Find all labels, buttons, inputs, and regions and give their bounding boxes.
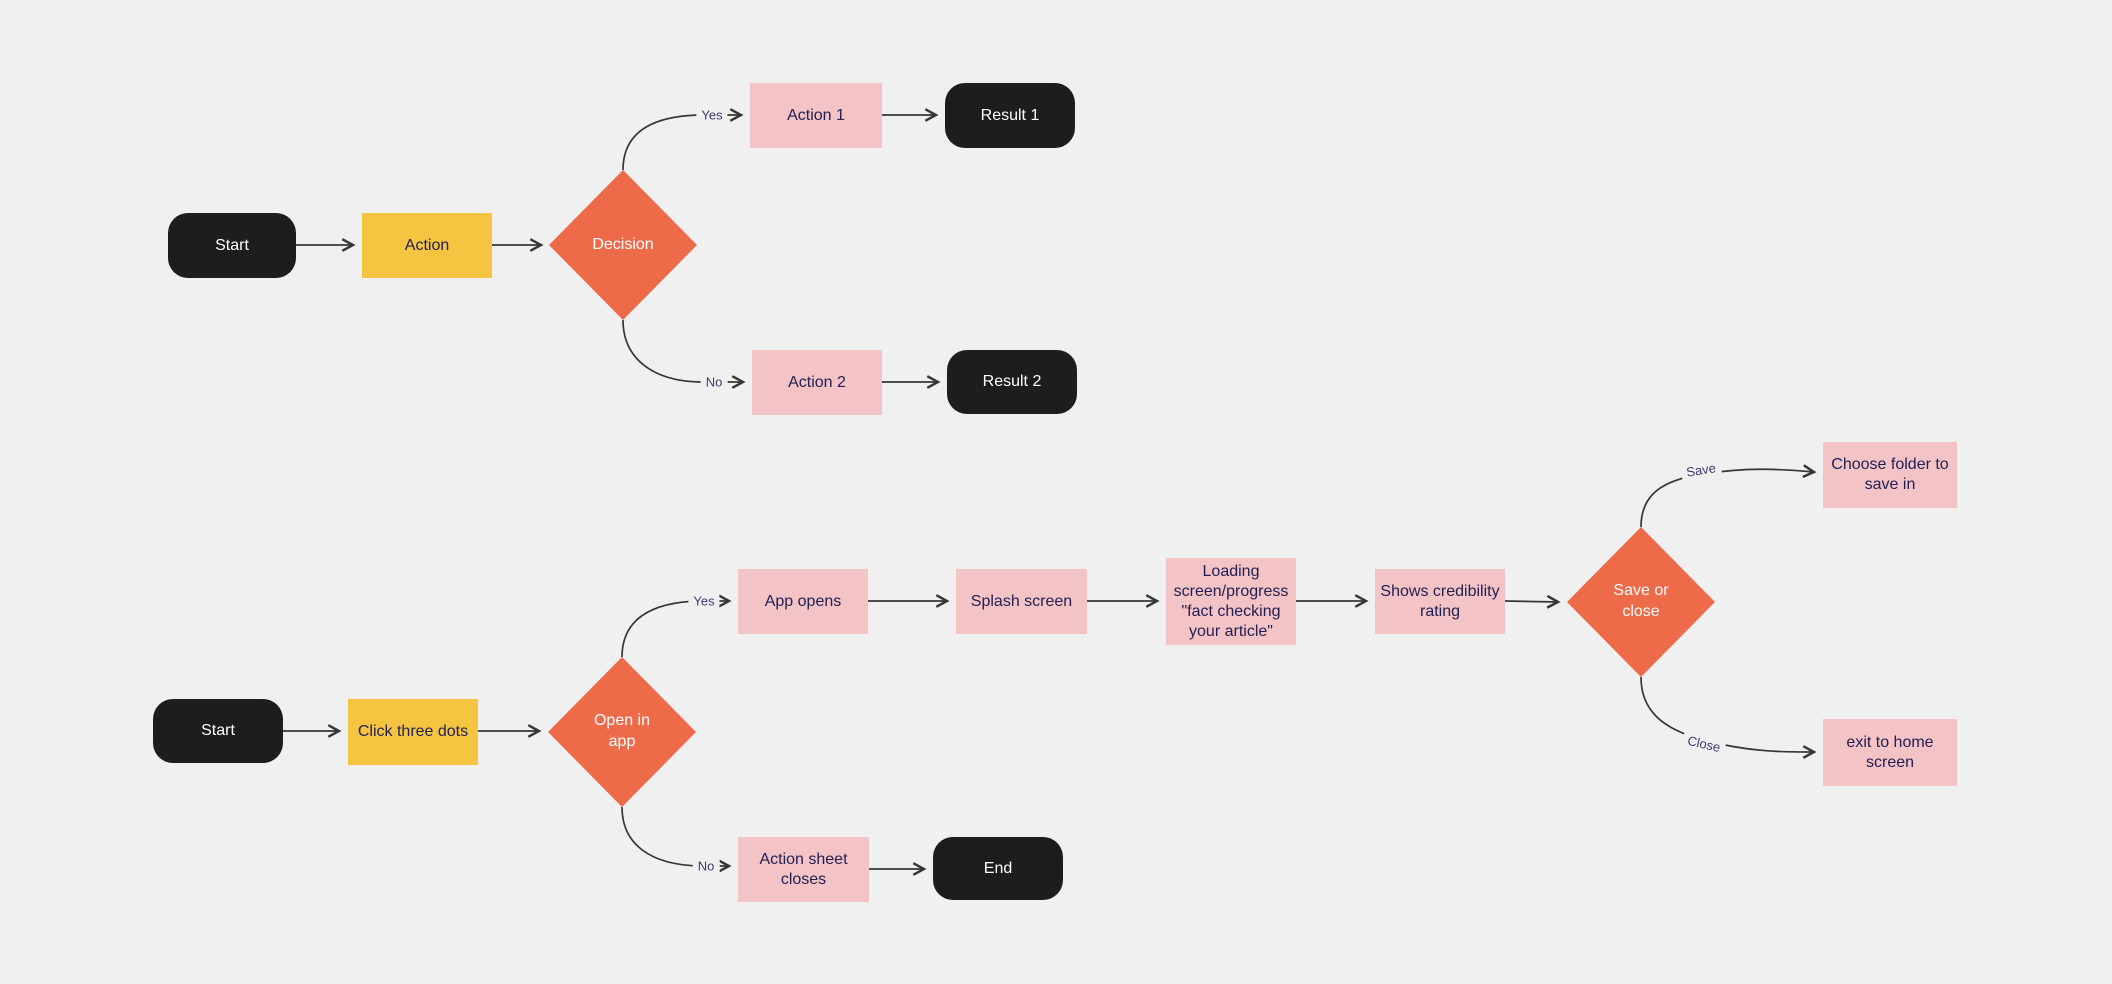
node-action-label: Action — [404, 236, 450, 254]
node-exit-home-label: exit to home screen — [1846, 733, 1934, 771]
connector-saveorclose-save-folder[interactable] — [1640, 464, 1817, 528]
node-credibility-rating-label: Shows credibility rating — [1380, 582, 1500, 620]
edge-label-yes-2[interactable]: Yes — [688, 592, 720, 610]
node-loading-screen[interactable]: Loading screen/progress "fact checking y… — [1166, 558, 1296, 645]
node-choose-folder[interactable]: Choose folder to save in — [1823, 442, 1957, 508]
connector-decision-yes-action1[interactable] — [622, 108, 744, 171]
node-splash-screen-label: Splash screen — [970, 592, 1073, 610]
node-exit-home[interactable]: exit to home screen — [1823, 719, 1957, 786]
node-action-2-label: Action 2 — [788, 373, 846, 391]
node-start-1[interactable]: Start — [168, 213, 296, 278]
connector-decision-no-action2[interactable] — [622, 319, 746, 389]
node-open-in-app-label: Open in app — [593, 712, 651, 750]
edge-label-no-1[interactable]: No — [700, 373, 728, 391]
connector-saveorclose-close-exit[interactable] — [1640, 676, 1817, 759]
node-decision-label: Decision — [592, 235, 654, 253]
node-start-2[interactable]: Start — [153, 699, 283, 763]
node-end-label: End — [983, 859, 1013, 877]
node-action-2[interactable]: Action 2 — [752, 350, 882, 415]
edge-label-no-2[interactable]: No — [692, 857, 720, 875]
node-result-2-label: Result 2 — [982, 373, 1042, 390]
node-save-or-close-label: Save or close — [1613, 582, 1669, 620]
node-action[interactable]: Action — [362, 213, 492, 278]
node-end[interactable]: End — [933, 837, 1063, 900]
connector-credibility-saveorclose[interactable] — [1504, 594, 1561, 609]
node-start-2-label: Start — [201, 722, 235, 739]
node-credibility-rating[interactable]: Shows credibility rating — [1375, 569, 1505, 634]
node-click-three-dots-label: Click three dots — [357, 723, 469, 740]
node-start-1-label: Start — [215, 236, 249, 254]
node-choose-folder-label: Choose folder to save in — [1831, 456, 1949, 493]
node-result-1-label: Result 1 — [980, 106, 1040, 124]
edge-label-yes-1[interactable]: Yes — [696, 106, 728, 124]
node-result-2[interactable]: Result 2 — [947, 350, 1077, 414]
node-app-opens[interactable]: App opens — [738, 569, 868, 634]
node-action-sheet-closes-label: Action sheet closes — [759, 850, 848, 888]
node-action-sheet-closes[interactable]: Action sheet closes — [738, 837, 869, 902]
node-loading-screen-label: Loading screen/progress "fact checking y… — [1173, 562, 1289, 640]
node-app-opens-label: App opens — [764, 592, 842, 610]
node-result-1[interactable]: Result 1 — [945, 83, 1075, 148]
node-click-three-dots[interactable]: Click three dots — [348, 699, 478, 765]
node-action-1-label: Action 1 — [787, 106, 845, 124]
node-splash-screen[interactable]: Splash screen — [956, 569, 1087, 634]
node-action-1[interactable]: Action 1 — [750, 83, 882, 148]
